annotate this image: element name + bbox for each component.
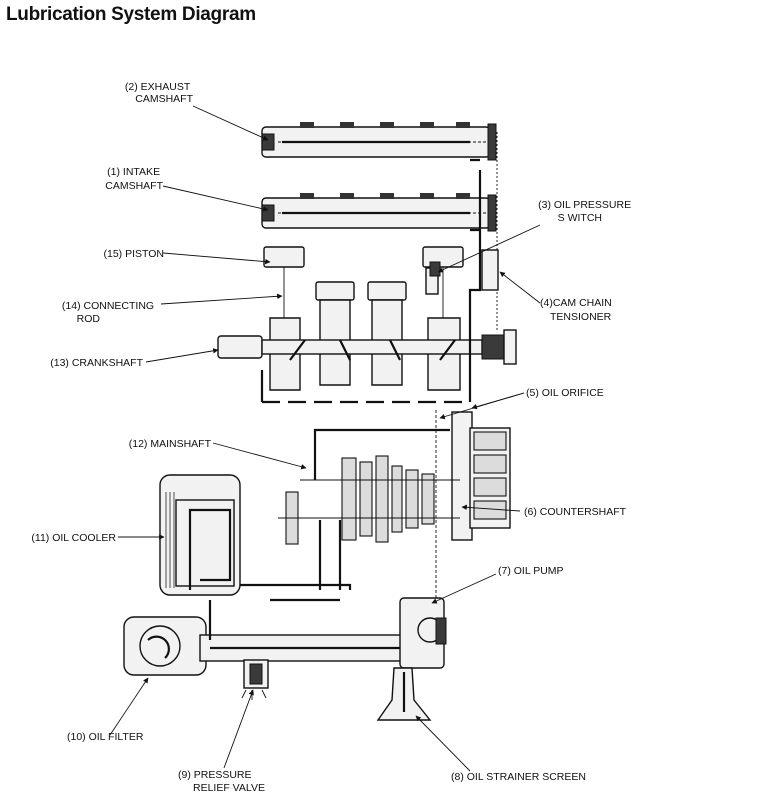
oil-gallery: [429, 158, 499, 402]
label-oil-orifice: (5) OIL ORIFICE: [526, 387, 604, 399]
oil-pump: [399, 410, 447, 669]
oil-strainer-screen: [376, 667, 432, 721]
label-intake-camshaft: (1) INTAKE CAMSHAFT: [105, 166, 163, 192]
label-oil-pressure-switch: (3) OIL PRESSURE S WITCH: [538, 199, 634, 224]
label-pressure-relief-valve: (9) PRESSURE RELIEF VALVE: [178, 769, 265, 794]
label-oil-filter: (10) OIL FILTER: [67, 731, 144, 743]
label-oil-strainer-screen: (8) OIL STRAINER SCREEN: [451, 771, 586, 783]
main-gallery: [199, 600, 431, 662]
label-exhaust-camshaft: (2) EXHAUST CAMSHAFT: [125, 81, 194, 105]
transmission: [278, 411, 511, 590]
label-crankshaft: (13) CRANKSHAFT: [50, 357, 143, 369]
leader-lines: [109, 105, 541, 772]
label-connecting-rod: (14) CONNECTING ROD: [62, 300, 157, 325]
label-piston: (15) PISTON: [104, 248, 165, 260]
crankshaft-assembly: [217, 267, 517, 404]
oil-cooler: [159, 474, 352, 602]
label-countershaft: (6) COUNTERSHAFT: [524, 506, 627, 518]
label-mainshaft: (12) MAINSHAFT: [129, 438, 212, 450]
oil-filter: [123, 616, 207, 676]
exhaust-camshaft: [261, 122, 491, 158]
pressure-relief-valve: [241, 659, 269, 700]
cam-sprockets: [487, 123, 498, 330]
label-cam-chain-tensioner: (4)CAM CHAIN TENSIONER: [540, 297, 615, 323]
page-title: Lubrication System Diagram: [6, 4, 256, 25]
label-oil-pump: (7) OIL PUMP: [498, 565, 564, 577]
label-oil-cooler: (11) OIL COOLER: [31, 532, 116, 544]
intake-camshaft: [261, 193, 491, 229]
